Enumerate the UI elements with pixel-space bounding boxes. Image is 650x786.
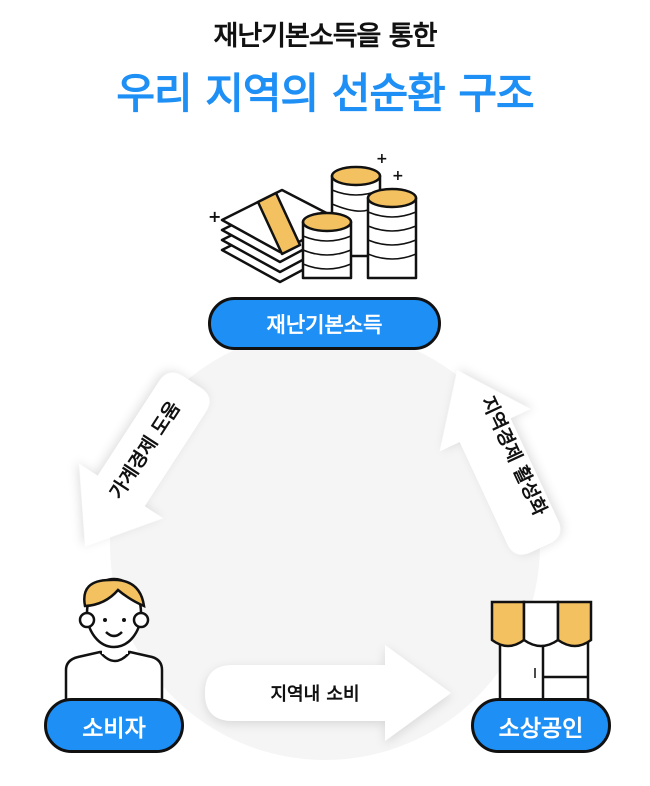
subtitle: 재난기본소득을 통한 <box>213 21 438 52</box>
svg-text:+: + <box>392 168 404 184</box>
node-small-business: 소상공인 <box>471 698 611 753</box>
arrow-right <box>439 370 561 555</box>
page-title: 우리 지역의 선순환 구조 <box>116 69 534 118</box>
store-icon <box>490 600 593 704</box>
person-icon <box>64 577 164 702</box>
node-consumer: 소비자 <box>44 698 184 753</box>
arrow-left <box>79 372 210 547</box>
svg-text:+: + <box>208 207 221 226</box>
node-disaster-basic-income: 재난기본소득 <box>208 297 441 350</box>
money-icon: + + + <box>208 151 418 284</box>
background-circle <box>110 330 540 760</box>
svg-text:+: + <box>376 151 388 167</box>
arrow-label-local-consumption: 지역내 소비 <box>270 684 360 705</box>
arrow-bottom <box>205 645 451 741</box>
